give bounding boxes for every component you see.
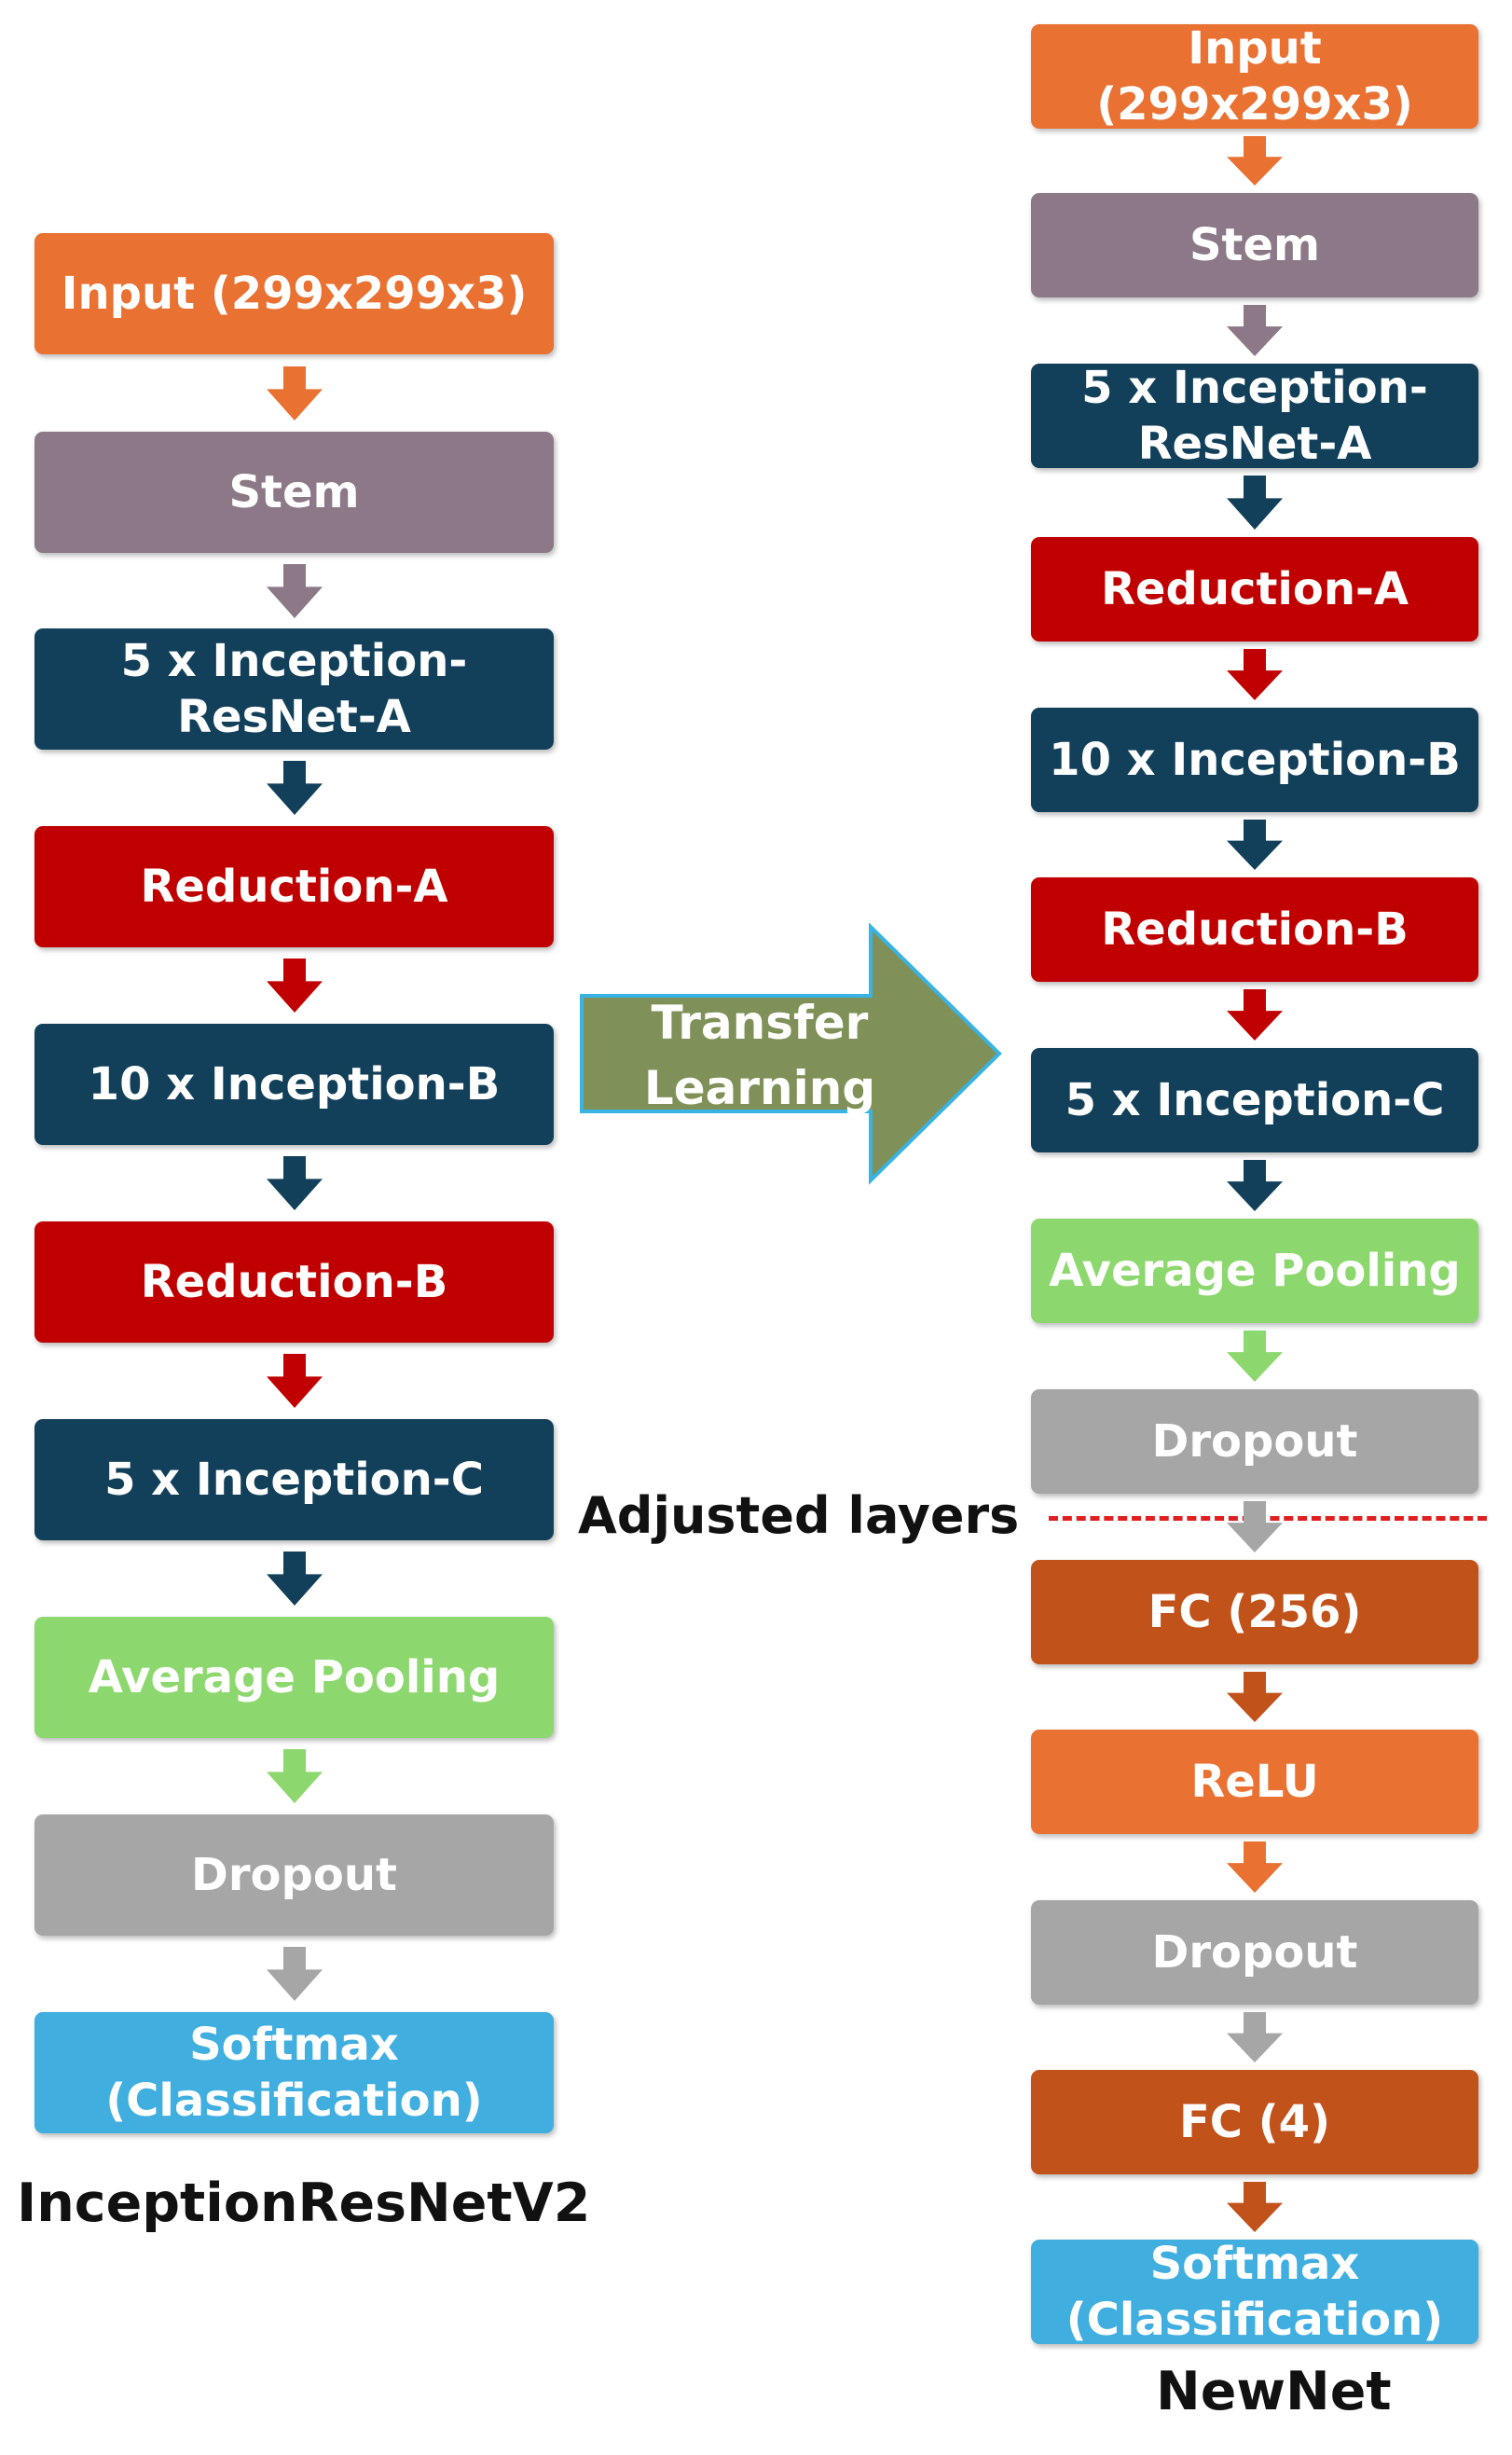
left-down-arrow-icon	[266, 563, 323, 618]
left-layer-input-299x299x3: Input (299x299x3)	[34, 233, 554, 354]
right-layer-dropout: Dropout	[1031, 1389, 1478, 1494]
left-down-arrow-icon	[266, 761, 323, 815]
right-network-caption: NewNet	[1156, 2361, 1392, 2422]
right-layer-input-299x299x3: Input (299x299x3)	[1031, 22, 1478, 131]
left-down-arrow-icon	[266, 1749, 323, 1803]
left-down-arrow-icon	[266, 1552, 323, 1606]
left-layer-reduction-b: Reduction-B	[34, 1221, 554, 1343]
right-down-arrow-icon	[1227, 136, 1283, 186]
right-down-arrow-icon	[1227, 305, 1283, 356]
right-down-arrow-icon	[1227, 989, 1283, 1041]
left-down-arrow-icon	[266, 365, 323, 421]
transfer-learning-arrow-icon	[580, 923, 1002, 1185]
right-layer-5-x-inception-c: 5 x Inception-C	[1031, 1048, 1478, 1152]
left-layer-stem: Stem	[34, 432, 554, 553]
right-layer-softmax-classification: Softmax (Classification)	[1031, 2238, 1478, 2346]
right-layer-reduction-b: Reduction-B	[1031, 877, 1478, 982]
left-down-arrow-icon	[266, 1156, 323, 1210]
adjusted-layers-label: Adjusted layers	[578, 1486, 1020, 1545]
right-layer-average-pooling: Average Pooling	[1031, 1219, 1478, 1323]
right-layer-5-x-inception-resnet-a: 5 x Inception- ResNet-A	[1031, 362, 1478, 470]
left-down-arrow-icon	[266, 959, 323, 1013]
left-layer-5-x-inception-resnet-a: 5 x Inception- ResNet-A	[34, 628, 554, 750]
right-down-arrow-icon	[1227, 2012, 1283, 2062]
transfer-learning-label: Transfer Learning	[643, 996, 876, 1115]
right-layer-10-x-inception-b: 10 x Inception-B	[1031, 708, 1478, 812]
right-down-arrow-icon	[1227, 820, 1283, 870]
right-down-arrow-icon	[1227, 1331, 1283, 1382]
adjusted-layers-divider	[1049, 1516, 1487, 1521]
right-down-arrow-icon	[1227, 1841, 1283, 1893]
left-layer-average-pooling: Average Pooling	[34, 1617, 554, 1738]
left-down-arrow-icon	[266, 1354, 323, 1408]
right-down-arrow-icon	[1227, 1501, 1283, 1552]
left-layer-reduction-a: Reduction-A	[34, 826, 554, 947]
right-layer-reduction-a: Reduction-A	[1031, 537, 1478, 641]
left-down-arrow-icon	[266, 1947, 323, 2001]
right-layer-dropout: Dropout	[1031, 1900, 1478, 2005]
right-layer-fc-256: FC (256)	[1031, 1560, 1478, 1664]
right-down-arrow-icon	[1227, 1160, 1283, 1211]
right-down-arrow-icon	[1227, 2182, 1283, 2232]
right-down-arrow-icon	[1227, 476, 1283, 530]
left-network-caption: InceptionResNetV2	[17, 2172, 591, 2234]
right-layer-stem: Stem	[1031, 193, 1478, 297]
left-layer-softmax-classification: Softmax (Classification)	[34, 2012, 554, 2133]
left-layer-10-x-inception-b: 10 x Inception-B	[34, 1024, 554, 1145]
left-layer-5-x-inception-c: 5 x Inception-C	[34, 1419, 554, 1540]
right-layer-relu: ReLU	[1031, 1730, 1478, 1834]
right-down-arrow-icon	[1227, 649, 1283, 700]
right-down-arrow-icon	[1227, 1672, 1283, 1722]
left-layer-dropout: Dropout	[34, 1814, 554, 1936]
right-layer-fc-4: FC (4)	[1031, 2070, 1478, 2174]
